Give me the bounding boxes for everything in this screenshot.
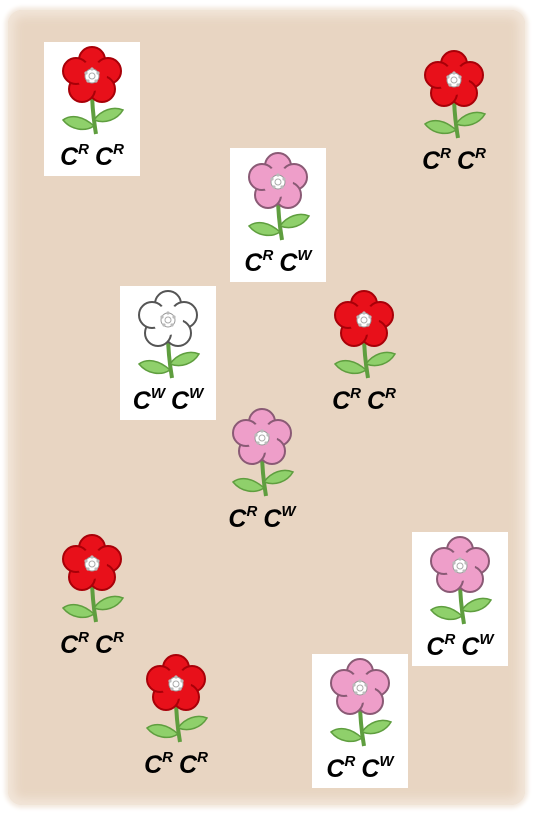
allele-1: CR xyxy=(60,143,89,171)
allele-1: CR xyxy=(332,387,361,415)
allele-2: CR xyxy=(179,751,208,779)
allele-2: CW xyxy=(171,387,203,415)
left-leaf xyxy=(425,121,456,134)
right-leaf xyxy=(94,596,123,609)
left-leaf xyxy=(431,607,462,620)
left-leaf xyxy=(147,725,178,738)
allele-1: CR xyxy=(426,633,455,661)
left-leaf xyxy=(335,361,366,374)
allele-2: CW xyxy=(279,249,311,277)
allele-1: CR xyxy=(228,505,257,533)
left-leaf xyxy=(249,223,280,236)
left-leaf xyxy=(233,479,264,492)
flower-icon xyxy=(57,534,127,628)
right-leaf xyxy=(178,716,207,729)
right-leaf xyxy=(456,112,485,125)
allele-2: CR xyxy=(367,387,396,415)
allele-2: CR xyxy=(457,147,486,175)
right-leaf xyxy=(280,214,309,227)
right-leaf xyxy=(170,352,199,365)
left-leaf xyxy=(139,361,170,374)
left-leaf xyxy=(63,605,94,618)
allele-1: CR xyxy=(422,147,451,175)
right-leaf xyxy=(264,470,293,483)
allele-2: CR xyxy=(95,143,124,171)
allele-2: CW xyxy=(263,505,295,533)
flower-icon xyxy=(57,46,127,140)
right-leaf xyxy=(362,720,391,733)
flower-icon xyxy=(243,152,313,246)
flower-icon xyxy=(425,536,495,630)
allele-1: CR xyxy=(326,755,355,783)
allele-1: CR xyxy=(60,631,89,659)
allele-2: CW xyxy=(461,633,493,661)
allele-1: CW xyxy=(133,387,165,415)
flower-icon xyxy=(133,290,203,384)
flower-icon xyxy=(141,654,211,748)
allele-2: CW xyxy=(361,755,393,783)
flower-icon xyxy=(227,408,297,502)
left-leaf xyxy=(331,729,362,742)
right-leaf xyxy=(462,598,491,611)
right-leaf xyxy=(366,352,395,365)
allele-2: CR xyxy=(95,631,124,659)
flower-icon xyxy=(325,658,395,752)
allele-1: CR xyxy=(244,249,273,277)
right-leaf xyxy=(94,108,123,121)
flower-icon xyxy=(329,290,399,384)
flower-icon xyxy=(419,50,489,144)
allele-1: CR xyxy=(144,751,173,779)
left-leaf xyxy=(63,117,94,130)
